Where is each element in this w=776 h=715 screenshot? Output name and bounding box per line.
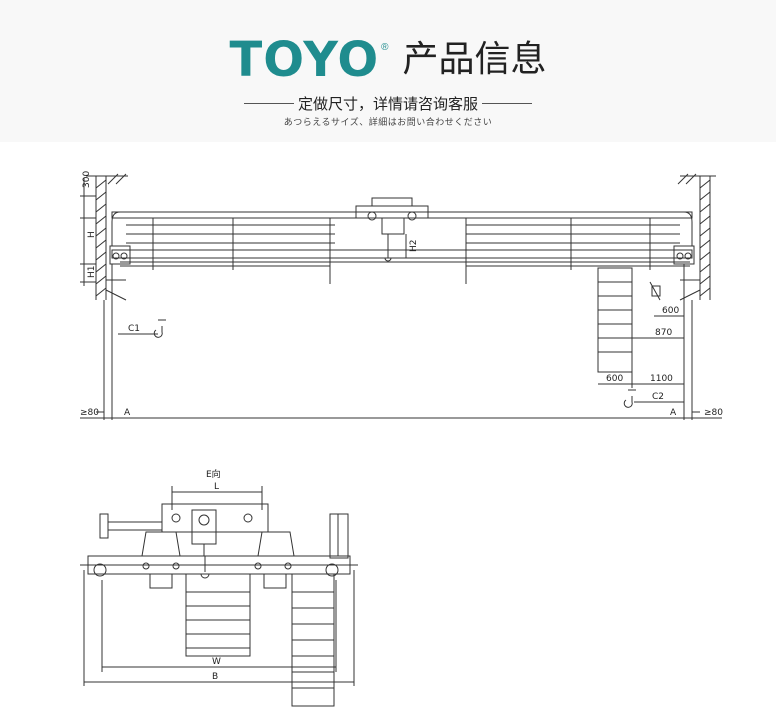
header-banner: TOYO ® 产品信息 定做尺寸，详情请咨询客服 あつらえるサイズ、詳細はお問い… (0, 0, 776, 142)
plan-view (80, 486, 358, 707)
elevation-ladder (597, 267, 661, 373)
label-l: L (214, 482, 219, 492)
registered-mark: ® (381, 42, 389, 53)
brand-logo: TOYO (229, 32, 380, 88)
end-carriage-right (673, 211, 695, 265)
subtitle: 定做尺寸，详情请咨询客服 (297, 95, 478, 113)
label-300: 300 (82, 171, 92, 188)
japanese-note: あつらえるサイズ、詳細はお問い合わせください (283, 118, 493, 128)
label-gap-right: ≥80 (704, 408, 723, 418)
page-title: 产品信息 (402, 39, 547, 80)
trolley (355, 197, 429, 262)
label-h1: H1 (87, 266, 97, 279)
crane-drawing: 300 H H1 H2 C1 600 870 600 1100 C2 ≥80 A… (80, 171, 723, 707)
label-a-left: A (124, 408, 131, 418)
label-b: B (212, 672, 218, 682)
label-w: W (212, 657, 221, 667)
label-600-lower: 600 (606, 374, 623, 384)
label-870: 870 (655, 328, 672, 338)
right-rule (482, 103, 532, 104)
elevation-dimensions (80, 178, 700, 413)
label-h2: H2 (409, 240, 419, 253)
bridge-girder (111, 211, 693, 284)
label-e-view: E向 (206, 468, 221, 480)
end-carriage-left (109, 211, 131, 265)
hook-marker-c1 (153, 319, 166, 338)
label-a-right: A (670, 408, 677, 418)
label-1100: 1100 (650, 374, 673, 384)
right-wall (677, 173, 716, 301)
subtitle-row: 定做尺寸，详情请咨询客服 (0, 93, 776, 114)
label-c1: C1 (128, 324, 140, 334)
left-rule (243, 103, 294, 104)
label-c2: C2 (652, 392, 664, 402)
hook-marker-c2 (623, 389, 636, 408)
left-wall (86, 173, 128, 301)
brand-row: TOYO ® 产品信息 (0, 32, 776, 88)
plan-ladder-left (185, 573, 251, 657)
label-600-upper: 600 (662, 306, 679, 316)
plan-ladder-right (291, 573, 335, 707)
label-gap-left: ≥80 (80, 408, 99, 418)
elevation-view (80, 173, 722, 420)
label-h: H (87, 231, 97, 238)
